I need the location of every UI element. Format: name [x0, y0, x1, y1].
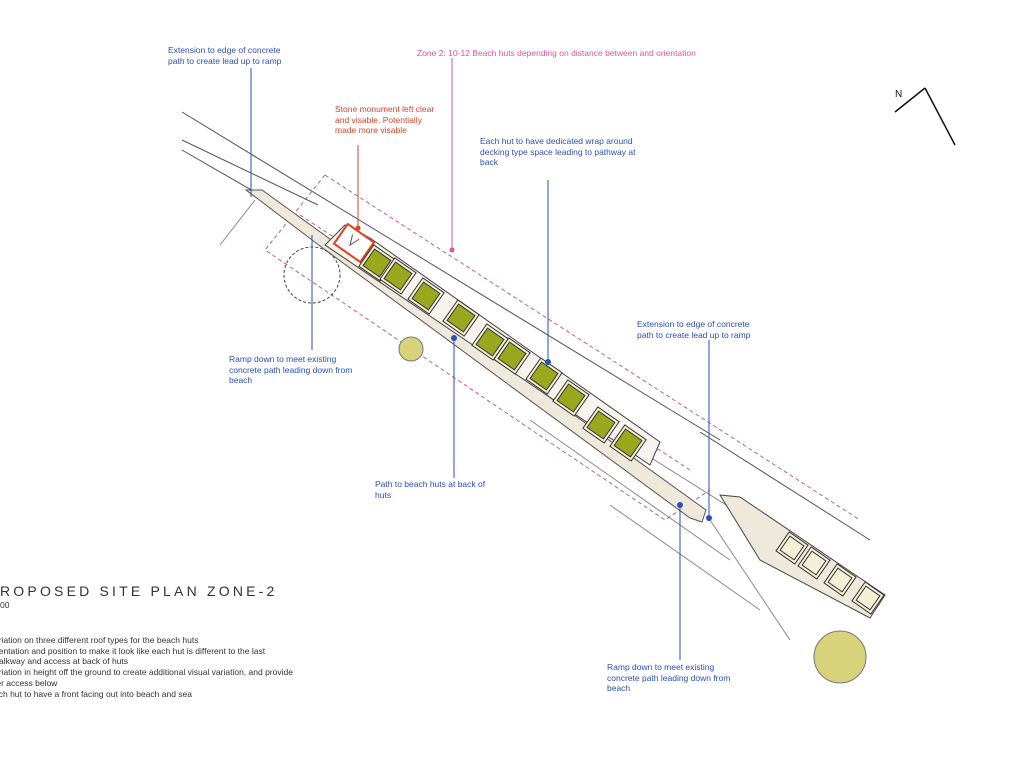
- scale-label: 00: [0, 600, 10, 610]
- beach-hut: [609, 424, 647, 462]
- note: ariation on three different roof types f…: [0, 635, 199, 645]
- label-ramp-left: Ramp down to meet existing concrete path…: [229, 354, 353, 385]
- beach-hut: [552, 379, 590, 417]
- label-wrap-decking: Each hut to have dedicated wrap around d…: [480, 136, 636, 167]
- note: ter access below: [0, 677, 58, 688]
- beach-hut: [442, 299, 480, 337]
- annotation-leaders: [250, 58, 712, 660]
- north-arrow-icon: N: [894, 87, 956, 146]
- svg-text:N: N: [895, 89, 902, 100]
- back-path: [244, 189, 707, 523]
- label-extension-right: Extension to edge of concrete path to cr…: [637, 319, 751, 340]
- label-ramp-right: Ramp down to meet existing concrete path…: [607, 662, 731, 693]
- tree-large: [813, 630, 867, 684]
- dashed-zone-outline: [264, 174, 861, 521]
- beach-hut: [851, 581, 885, 615]
- beach-huts-lower: [775, 531, 885, 615]
- beach-hut: [407, 277, 445, 315]
- beach-hut: [525, 357, 563, 395]
- beach-hut: [493, 337, 531, 375]
- note: Valkway and access at back of huts: [0, 656, 129, 667]
- label-monument: Stone monument left clear and visable. P…: [335, 104, 435, 135]
- beach-hut: [582, 406, 620, 444]
- label-extension-top: Extension to edge of concrete path to cr…: [168, 45, 282, 66]
- note: ariation in height off the ground to cre…: [0, 667, 293, 678]
- design-notes: ariation on three different roof types f…: [0, 635, 293, 699]
- beach-hut: [775, 531, 809, 565]
- beach-hut: [823, 563, 857, 597]
- stone-monument: [332, 222, 376, 264]
- note: rientation and position to make it look …: [0, 645, 266, 656]
- beach-huts: [358, 244, 647, 462]
- tree-small: [398, 336, 424, 362]
- page-title: ROPOSED SITE PLAN ZONE-2: [0, 583, 278, 599]
- beach-hut: [797, 546, 831, 580]
- note: ach hut to have a front facing out into …: [0, 688, 193, 699]
- beach-hut: [379, 257, 417, 295]
- label-path-back: Path to beach huts at back of huts: [375, 479, 486, 500]
- label-zone: Zone 2: 10-12 Beach huts depending on di…: [417, 48, 696, 58]
